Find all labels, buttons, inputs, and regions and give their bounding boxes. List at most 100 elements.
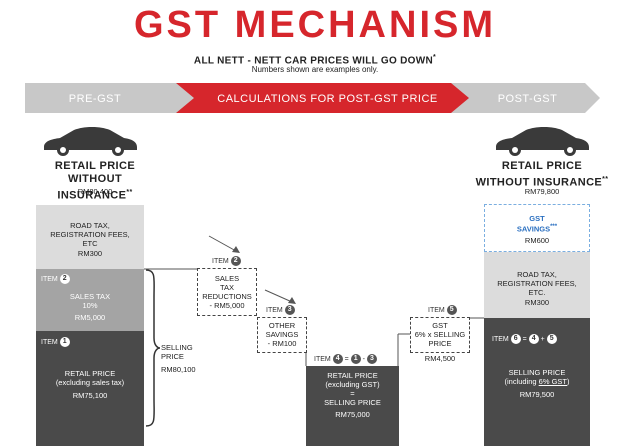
mid-item5-word: ITEM (428, 306, 445, 314)
item6-plus: + (540, 335, 545, 343)
right-road-tax-value: RM300 (524, 298, 550, 307)
gst-calc-box: GST 6% x SELLING PRICE (410, 317, 470, 353)
item6-eq: = (522, 335, 527, 343)
left-label-line2: WITHOUT INSURANCE (57, 173, 127, 202)
item6-l2-wrap: (including 6% GST) (484, 377, 590, 386)
banner-post-gst-segment (451, 83, 600, 113)
item6-n4: 4 (528, 334, 539, 344)
right-retail-price-value: RM79,800 (524, 187, 560, 196)
selling-price-label: SELLING PRICE RM80,100 (161, 343, 221, 374)
left-item2-word: ITEM (41, 275, 58, 283)
arrow-item2-line (208, 235, 237, 252)
left-label-mark: ** (126, 189, 133, 196)
item6-l1: SELLING PRICE (508, 368, 566, 377)
left-item2-number: 2 (59, 274, 70, 284)
left-retail-value: RM75,100 (72, 391, 108, 400)
mid-item5-tag: ITEM 5 (428, 305, 457, 315)
item6-value: RM79,500 (519, 390, 555, 399)
mid-item2-number: 2 (230, 256, 241, 266)
gst-savings-value: RM600 (524, 235, 550, 245)
item6-word: ITEM (492, 335, 509, 343)
gst-savings-box: GST SAVINGS*** RM600 (484, 204, 590, 252)
arrow-item3-line (264, 289, 293, 303)
mid-item3-l1: OTHER (268, 321, 296, 330)
selling-price-l2: PRICE (161, 352, 184, 361)
left-label-line2-wrap: WITHOUT INSURANCE** (30, 173, 160, 203)
left-item2-tag: ITEM 2 (41, 274, 70, 284)
page-title: GST MECHANISM (134, 4, 496, 46)
car-icon (496, 127, 589, 156)
sales-tax-reduction-box: SALES TAX REDUCTIONS - RM5,000 (197, 268, 257, 316)
left-sales-tax-box: ITEM 2 SALES TAX 10% RM5,000 (36, 269, 144, 331)
gst-savings-l2: SAVINGS (516, 224, 551, 234)
left-road-tax-box: ROAD TAX, REGISTRATION FEES, ETC RM300 (36, 205, 144, 269)
selling-price-brace (145, 269, 161, 427)
item4-l4: SELLING PRICE (324, 398, 381, 407)
subtitle-text: ALL NETT - NETT CAR PRICES WILL GO DOWN (193, 55, 434, 67)
item6-n6: 6 (510, 334, 521, 344)
item4-text: RETAIL PRICE (excluding GST) = SELLING P… (306, 371, 399, 419)
right-selling-box: ITEM 6 = 4 + 5 SELLING PRICE (including … (484, 318, 590, 446)
right-retail-price-label: RETAIL PRICE WITHOUT INSURANCE** (472, 160, 612, 190)
item4-eq: = (344, 355, 349, 363)
right-label-line2-wrap: WITHOUT INSURANCE** (472, 173, 612, 190)
item6-text: SELLING PRICE (including 6% GST) RM79,50… (484, 368, 590, 399)
left-retail-price-label: RETAIL PRICE WITHOUT INSURANCE** (30, 160, 160, 203)
other-savings-box: OTHER SAVINGS - RM100 (257, 317, 307, 353)
left-retail-l1: RETAIL PRICE (64, 369, 116, 378)
car-icon (44, 127, 137, 156)
left-item1-tag: ITEM 1 (41, 337, 70, 347)
mid-item2-l1: SALES (214, 274, 240, 283)
mid-item5-number: 5 (446, 305, 457, 315)
item4-n3: 3 (366, 354, 377, 364)
gst-savings-l1: GST (529, 214, 545, 223)
mid-item5-l1: GST (432, 321, 448, 330)
banner-calc-segment (176, 83, 475, 113)
right-road-tax-box: ROAD TAX, REGISTRATION FEES, ETC. RM300 (484, 252, 590, 318)
banner-pre-gst-label: PRE-GST (68, 93, 122, 105)
stage-banner (25, 83, 600, 113)
item4-n1: 1 (350, 354, 361, 364)
post-gst-selling-box: ITEM 4 = 1 - 3 RETAIL PRICE (excluding G… (306, 354, 399, 446)
mid-item3-word: ITEM (266, 306, 283, 314)
mid-item3-l2: SAVINGS (265, 330, 299, 339)
right-label-mark: ** (602, 176, 609, 183)
examples-note: Numbers shown are examples only. (251, 65, 379, 74)
item6-formula: ITEM 6 = 4 + 5 (492, 334, 557, 344)
left-sales-tax-l1: SALES TAX (69, 292, 111, 301)
mid-item3-tag: ITEM 3 (266, 305, 295, 315)
subtitle-mark: * (433, 54, 437, 61)
left-sales-tax-value: RM5,000 (74, 313, 106, 322)
item6-n5: 5 (546, 334, 557, 344)
gst-savings-text: GST SAVINGS*** RM600 (485, 214, 589, 245)
right-road-tax-l1: ROAD TAX, (517, 270, 557, 279)
left-road-tax-l1: ROAD TAX, (70, 221, 110, 230)
left-item1-word: ITEM (41, 338, 58, 346)
mid-item5-l3: PRICE (428, 339, 452, 348)
mid-item2-l4: - RM5,000 (209, 301, 245, 310)
left-road-tax-l2: REGISTRATION FEES, (50, 230, 130, 239)
item6-l2-pre: (including (504, 377, 539, 386)
arrow-item3-head (288, 297, 296, 304)
banner-calc-label: CALCULATIONS FOR POST-GST PRICE (217, 93, 438, 105)
left-retail-price-value: RM80,400 (77, 187, 113, 196)
item4-l1: RETAIL PRICE (327, 371, 378, 380)
left-sales-tax-text: SALES TAX 10% RM5,000 (36, 292, 144, 322)
item4-l3: = (350, 389, 355, 398)
item4-n4: 4 (332, 354, 343, 364)
item4-l2: (excluding GST) (325, 380, 380, 389)
mid-item3-l3: - RM100 (267, 339, 297, 348)
left-road-tax-l3: ETC (82, 239, 98, 248)
left-road-tax-text: ROAD TAX, REGISTRATION FEES, ETC RM300 (36, 221, 144, 258)
left-retail-text: RETAIL PRICE (excluding sales tax) RM75,… (36, 369, 144, 400)
right-label-line2: WITHOUT INSURANCE (475, 176, 603, 189)
gst-savings-l2-wrap: SAVINGS*** (485, 223, 589, 234)
item6-l2-mid: 6% GST (538, 377, 568, 386)
mid-item3-number: 3 (284, 305, 295, 315)
right-road-tax-text: ROAD TAX, REGISTRATION FEES, ETC. RM300 (484, 270, 590, 307)
gst-savings-mark: *** (550, 224, 558, 230)
left-road-tax-value: RM300 (77, 249, 103, 258)
right-road-tax-l2: REGISTRATION FEES, (497, 279, 577, 288)
left-label-line1: RETAIL PRICE (54, 160, 136, 172)
banner-post-gst-label: POST-GST (497, 93, 558, 105)
